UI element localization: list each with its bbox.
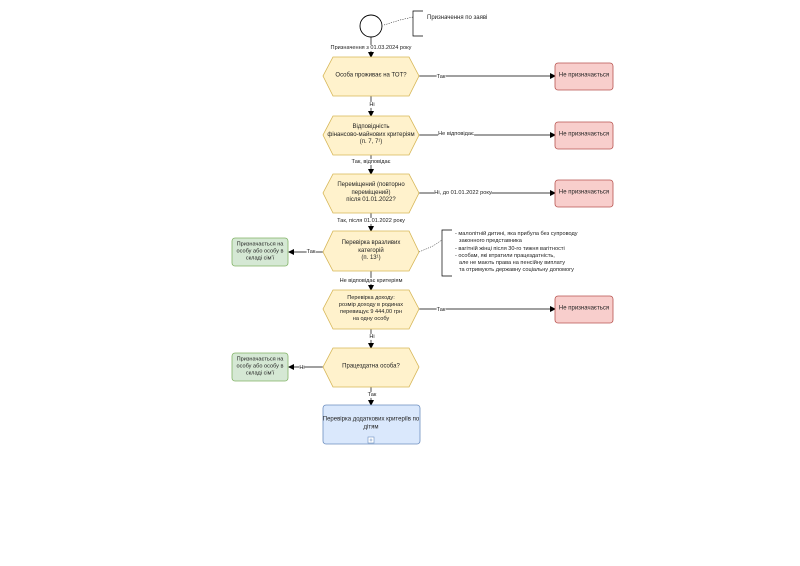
edge-label-q6-green: Ні	[299, 364, 305, 372]
edge-label-q6-down: Так	[367, 391, 377, 399]
start-note: Призначення по заяві	[427, 15, 488, 21]
decision-q2[interactable]	[322, 115, 420, 156]
outcome-red-3[interactable]	[554, 179, 614, 208]
edge-label-q3-down: Так, після 01.01.2022 року	[337, 217, 405, 225]
expand-plus	[369, 438, 373, 442]
decision-q1[interactable]	[322, 56, 420, 97]
red4-text: Не призначається	[558, 305, 610, 312]
edge-label-q5-red: Так	[436, 306, 446, 314]
outcome-red-4[interactable]	[554, 295, 614, 324]
edge-label-q1-red: Так	[436, 73, 446, 81]
start-node[interactable]	[359, 14, 383, 38]
vulnerable-categories-note: - малолітній дитині, яка прибула без суп…	[455, 231, 578, 274]
outcome-blue-end[interactable]	[322, 404, 421, 445]
edge-label-q3-red: Ні, до 01.01.2022 року	[434, 189, 492, 197]
outcome-red-2[interactable]	[554, 121, 614, 150]
red1-text: Не призначається	[558, 72, 610, 79]
edge-label-q2-red: Не відповідає	[438, 130, 474, 138]
decision-q4[interactable]	[322, 230, 420, 272]
q5-text: Перевірка доходу:розмір доходу в родинах…	[338, 295, 404, 322]
q1-text: Особа проживає на ТОТ?	[335, 72, 407, 79]
decision-q3[interactable]	[322, 173, 420, 214]
start-note-connector	[383, 16, 414, 26]
decision-q5[interactable]	[322, 289, 420, 330]
edge-label-q5-down: Ні	[369, 333, 375, 341]
red2-text: Не призначається	[558, 131, 610, 138]
edge-label-q4-down: Не відповідає критеріям	[339, 277, 403, 285]
q6-text: Працездатна особа?	[342, 363, 400, 370]
red3-text: Не призначається	[558, 189, 610, 196]
outcome-green-2[interactable]	[231, 352, 289, 382]
edge-label-q4-green: Так	[306, 248, 316, 256]
edge-label-start: Призначення з 01.03.2024 року	[330, 44, 412, 52]
edge-label-q2-down: Так, відповідає	[351, 158, 391, 166]
vulnerable-note-connector	[418, 239, 443, 253]
outcome-green-1[interactable]	[231, 237, 289, 267]
start-note-bracket	[412, 10, 423, 37]
edge-label-q1-down: Ні	[369, 101, 375, 109]
vulnerable-note-bracket	[441, 229, 452, 277]
decision-q6[interactable]	[322, 347, 420, 388]
outcome-red-1[interactable]	[554, 62, 614, 91]
